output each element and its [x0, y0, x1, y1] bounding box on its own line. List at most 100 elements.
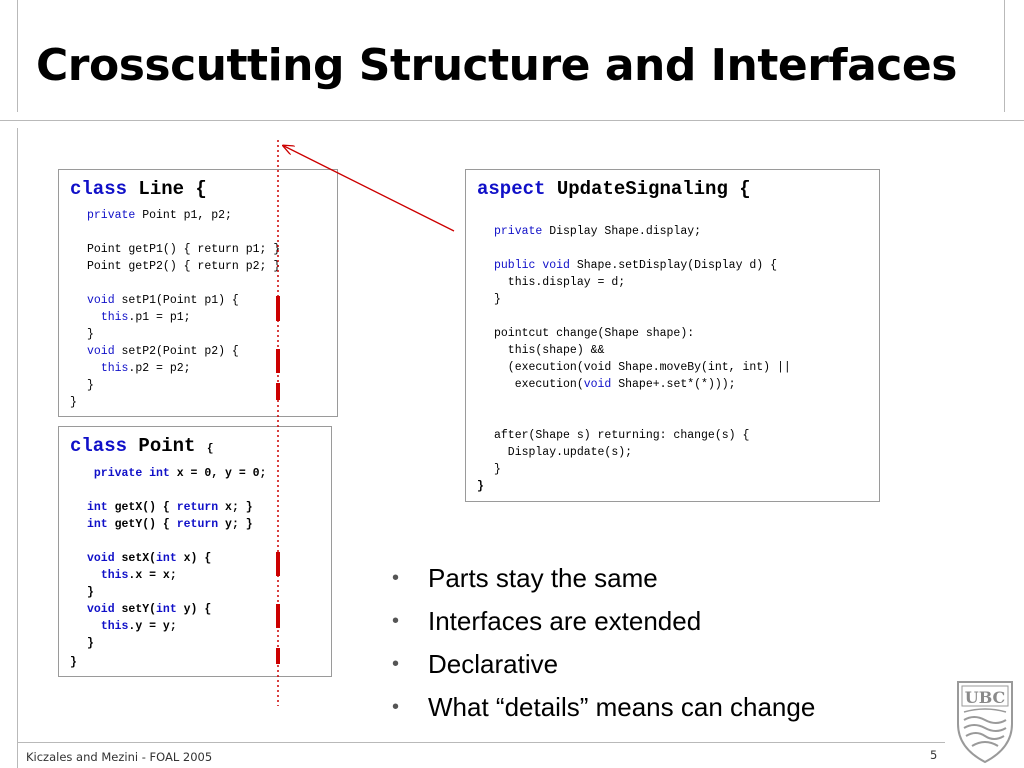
code-line: Display.update(s);: [494, 446, 632, 459]
bullet-item: •Interfaces are extended: [392, 601, 815, 644]
code-text: x; }: [218, 501, 253, 514]
code-keyword: this: [100, 569, 129, 582]
code-text: [87, 311, 101, 324]
code-keyword: return: [176, 518, 219, 531]
aspect-code: private Display Shape.display; public vo…: [494, 223, 791, 478]
bullet-item: •Declarative: [392, 644, 815, 687]
code-line: private Display Shape.display;: [494, 225, 701, 238]
code-text: this.display = d;: [494, 276, 626, 289]
point-class-header: class Point {: [70, 435, 213, 457]
slide-title: Crosscutting Structure and Interfaces: [36, 40, 957, 91]
code-text: [87, 467, 94, 480]
code-keyword: void: [87, 552, 115, 565]
aspect-keyword: aspect: [477, 178, 546, 200]
code-keyword: void: [542, 259, 570, 272]
code-text: }: [494, 463, 501, 476]
code-line: }: [87, 586, 94, 599]
code-text: execution(: [494, 378, 584, 391]
code-line: pointcut change(Shape shape):: [494, 327, 694, 340]
code-line: private Point p1, p2;: [87, 209, 232, 222]
class-keyword: class: [70, 178, 128, 200]
code-line: (execution(void Shape.moveBy(int, int) |…: [494, 361, 791, 374]
code-text: x = 0, y = 0;: [169, 467, 267, 480]
code-line: this.p1 = p1;: [87, 311, 191, 324]
bullet-dot-icon: •: [392, 567, 400, 589]
frame-right-line: [1004, 0, 1005, 112]
code-text: (execution(void Shape.moveBy(int, int) |…: [494, 361, 791, 374]
code-keyword: int: [149, 467, 170, 480]
code-keyword: int: [87, 518, 108, 531]
point-class-box: class Point { private int x = 0, y = 0; …: [58, 426, 332, 677]
code-text: y) {: [176, 603, 212, 616]
code-line: void setP2(Point p2) {: [87, 345, 239, 358]
footer-text: Kiczales and Mezini - FOAL 2005: [26, 750, 213, 764]
code-line: Point getP1() { return p1; }: [87, 243, 280, 256]
code-text: setY(: [114, 603, 157, 616]
code-text: after(Shape s) returning: change(s) {: [494, 429, 750, 442]
ubc-logo-icon: UBC: [957, 681, 1013, 764]
code-keyword: private: [93, 467, 143, 480]
highlight-tick: [276, 296, 280, 321]
logo-text: UBC: [965, 688, 1006, 707]
code-keyword: return: [176, 501, 219, 514]
code-keyword: void: [87, 345, 115, 358]
code-keyword: private: [494, 225, 543, 238]
code-text: }: [494, 293, 501, 306]
code-line: this.x = x;: [87, 569, 177, 582]
code-keyword: int: [156, 552, 177, 565]
class-name: Line {: [138, 178, 207, 200]
code-keyword: void: [87, 294, 115, 307]
code-keyword: this: [100, 620, 129, 633]
code-text: this(shape) &&: [494, 344, 605, 357]
code-keyword: public: [494, 259, 536, 272]
code-text: }: [87, 328, 94, 341]
code-text: Shape.setDisplay(Display d) {: [569, 259, 777, 272]
code-text: .y = y;: [128, 620, 177, 633]
code-keyword: private: [87, 209, 136, 222]
aspect-closing: }: [477, 480, 484, 493]
line-class-code: private Point p1, p2; Point getP1() { re…: [87, 207, 280, 394]
class-name: Point: [138, 435, 196, 457]
code-keyword: int: [156, 603, 177, 616]
open-brace: {: [206, 443, 214, 455]
highlight-tick: [276, 552, 280, 576]
line-class-header: class Line {: [70, 178, 207, 200]
code-text: Point getP1() { return p1; }: [87, 243, 281, 256]
code-line: private int x = 0, y = 0;: [87, 467, 267, 480]
code-text: x) {: [176, 552, 212, 565]
code-text: Point getP2() { return p2; }: [87, 260, 281, 273]
line-class-closing: }: [70, 396, 77, 409]
bullet-item: •What “details” means can change: [392, 687, 815, 730]
frame-left-line-lower: [17, 128, 18, 768]
code-text: getY() {: [107, 518, 177, 531]
code-text: }: [87, 586, 94, 599]
code-text: setP1(Point p1) {: [114, 294, 239, 307]
point-class-code: private int x = 0, y = 0; int getX() { r…: [87, 465, 266, 652]
class-keyword: class: [70, 435, 128, 457]
code-line: }: [87, 637, 94, 650]
code-keyword: int: [87, 501, 108, 514]
aspect-box: aspect UpdateSignaling { private Display…: [465, 169, 880, 502]
code-line: void setX(int x) {: [87, 552, 211, 565]
code-keyword: this: [100, 311, 129, 324]
code-line: this(shape) &&: [494, 344, 605, 357]
code-line: int getY() { return y; }: [87, 518, 253, 531]
frame-left-line: [17, 0, 18, 112]
code-text: Display.update(s);: [494, 446, 633, 459]
code-text: .x = x;: [128, 569, 177, 582]
bullet-item: •Parts stay the same: [392, 558, 815, 601]
code-text: Shape+.set*(*)));: [611, 378, 736, 391]
code-keyword: this: [100, 362, 129, 375]
code-line: }: [494, 463, 501, 476]
code-line: }: [87, 379, 94, 392]
code-text: Point p1, p2;: [135, 209, 232, 222]
code-text: [87, 620, 101, 633]
code-text: y; }: [218, 518, 253, 531]
code-text: [87, 569, 101, 582]
page-number: 5: [930, 748, 938, 762]
bullet-dot-icon: •: [392, 653, 400, 675]
code-line: void setP1(Point p1) {: [87, 294, 239, 307]
footer-divider: [17, 742, 945, 743]
highlight-tick: [276, 349, 280, 373]
code-line: }: [87, 328, 94, 341]
